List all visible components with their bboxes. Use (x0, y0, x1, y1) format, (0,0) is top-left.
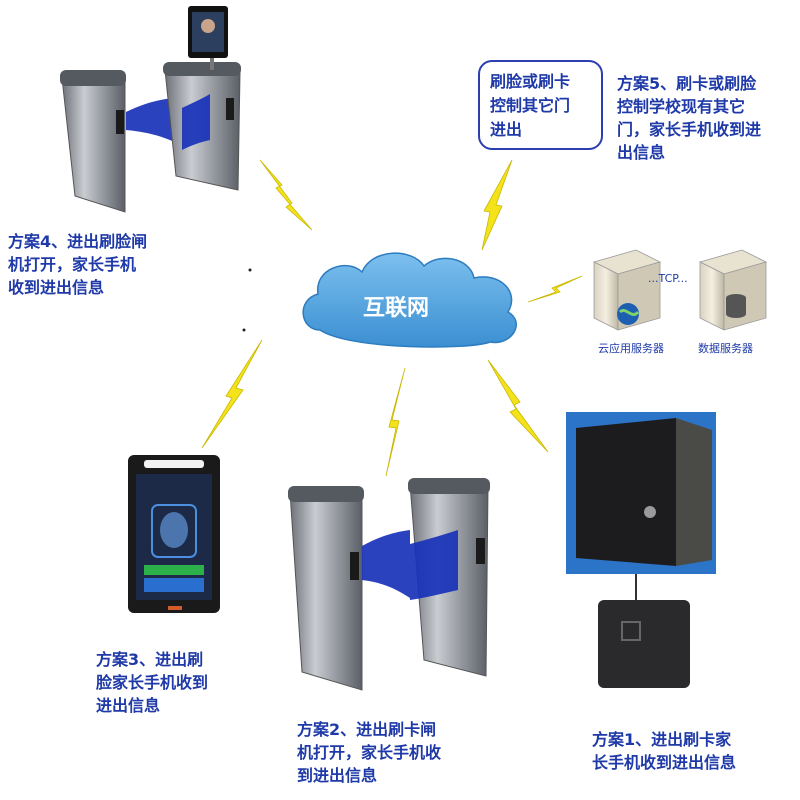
scheme1-label: 方案1、进出刷卡家 长手机收到进出信息 (592, 728, 736, 774)
face-turnstile-gate (60, 6, 241, 213)
scheme3-line: 脸家长手机收到 (96, 673, 209, 692)
lightning-bolt-3 (201, 339, 263, 449)
scheme2-line: 方案2、进出刷卡闸 (297, 720, 437, 739)
scheme5-line: 门，家长手机收到进 (617, 120, 762, 139)
scheme1-line: 长手机收到进出信息 (592, 753, 737, 772)
cloud-app-server-label: 云应用服务器 (598, 342, 664, 355)
internet-label: 互联网 (363, 296, 430, 321)
scheme4-line: 方案4、进出刷脸闸 (8, 232, 148, 251)
scheme3-line: 方案3、进出刷 (96, 650, 204, 669)
lightning-bolt-1 (487, 359, 549, 453)
scheme4-line: 机打开，家长手机 (8, 255, 137, 274)
access-controller-and-reader (566, 412, 716, 688)
scheme5-callout-bubble: 刷脸或刷卡 控制其它门 进出 (478, 60, 603, 150)
face-recognition-terminal (128, 455, 220, 613)
card-turnstile-gate (288, 478, 490, 691)
scheme5-line: 方案5、刷卡或刷脸 (617, 74, 757, 93)
scheme2-line: 到进出信息 (297, 766, 378, 785)
lightning-bolts (201, 159, 583, 477)
bubble-line: 刷脸或刷卡 (490, 72, 571, 91)
tcp-link-label: ...TCP... (648, 272, 688, 285)
scheme3-label: 方案3、进出刷 脸家长手机收到 进出信息 (96, 648, 208, 717)
server-icons (592, 249, 768, 331)
scheme2-label: 方案2、进出刷卡闸 机打开，家长手机收 到进出信息 (297, 718, 441, 787)
data-server-label: 数据服务器 (698, 342, 753, 355)
cloud-app-server-icon (592, 249, 662, 331)
scheme5-label: 方案5、刷卡或刷脸 控制学校现有其它 门，家长手机收到进 出信息 (617, 72, 761, 164)
scheme1-line: 方案1、进出刷卡家 (592, 730, 732, 749)
lightning-bolt-5 (481, 159, 513, 251)
lightning-bolt-4 (259, 159, 313, 231)
dot-marker (248, 268, 252, 272)
dot-marker (242, 328, 246, 332)
lightning-bolt-2 (385, 367, 406, 477)
lightning-bolt-server (527, 275, 583, 303)
scheme2-line: 机打开，家长手机收 (297, 743, 442, 762)
data-server-icon (698, 249, 768, 331)
scheme4-label: 方案4、进出刷脸闸 机打开，家长手机 收到进出信息 (8, 230, 147, 299)
scheme4-line: 收到进出信息 (8, 278, 105, 297)
scheme5-line: 出信息 (617, 143, 666, 162)
scheme3-line: 进出信息 (96, 696, 161, 715)
bubble-line: 进出 (490, 120, 523, 139)
internet-cloud (302, 252, 517, 348)
bubble-line: 控制其它门 (490, 96, 571, 115)
scheme5-line: 控制学校现有其它 (617, 97, 746, 116)
